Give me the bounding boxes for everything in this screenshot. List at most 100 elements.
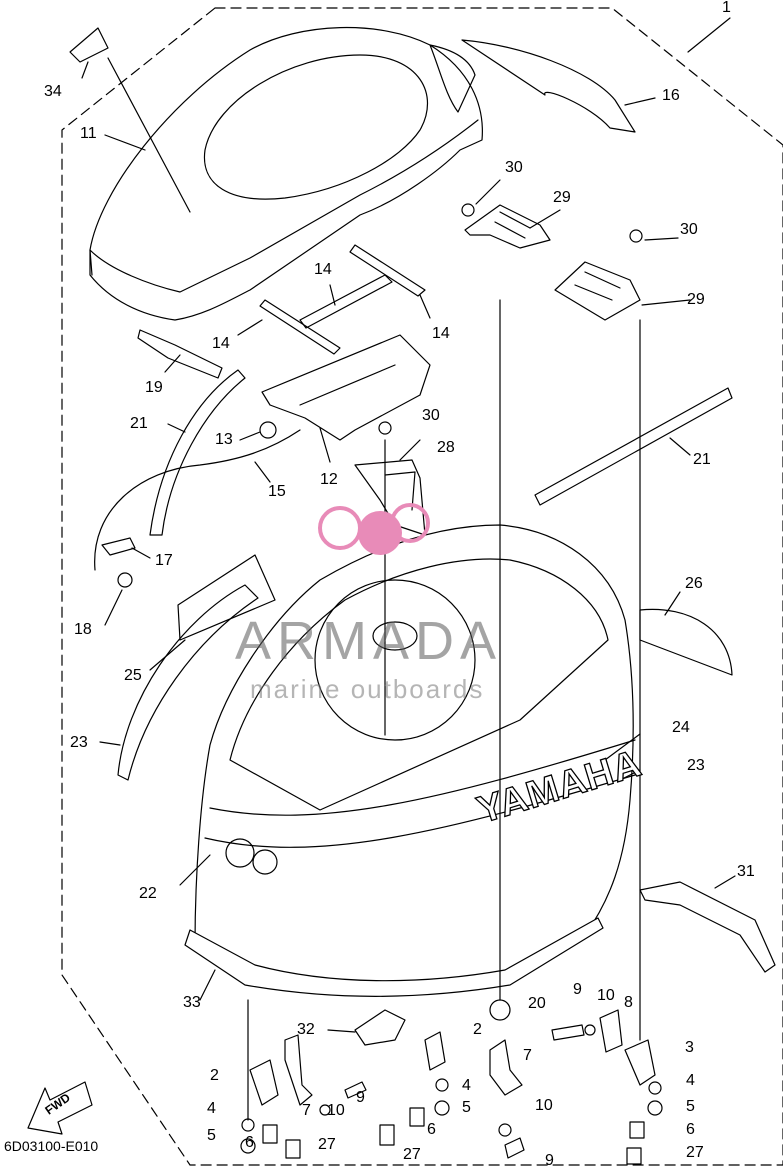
screw-30-a [461, 203, 475, 217]
leader-line [164, 354, 181, 373]
nut-5-c [647, 1100, 663, 1116]
bracket-7-left [284, 1034, 313, 1106]
part-32-block [354, 1009, 406, 1046]
grommet-13 [259, 421, 277, 439]
leader-line [604, 733, 641, 761]
callout-7: 7 [302, 1102, 311, 1119]
bolt-9-c [504, 1137, 525, 1159]
callout-10: 10 [327, 1102, 345, 1119]
callout-10: 10 [597, 987, 615, 1004]
callout-27: 27 [686, 1144, 704, 1161]
flywheel-cover [314, 579, 476, 741]
top-cover-rear [429, 44, 476, 113]
strip-21-right [534, 387, 733, 506]
callout-34: 34 [44, 83, 62, 100]
leader-line [529, 209, 561, 229]
callout-12: 12 [320, 471, 338, 488]
leader-line [104, 134, 146, 151]
callout-3: 3 [685, 1039, 694, 1056]
nut-20 [489, 999, 511, 1021]
seal-14-a [299, 274, 393, 329]
leader-line [714, 875, 736, 889]
callout-10: 10 [535, 1097, 553, 1114]
leader-line [199, 969, 216, 1001]
callout-19: 19 [145, 379, 163, 396]
bracket-29-lower [554, 261, 641, 321]
part-16-strip [461, 39, 636, 133]
callout-15: 15 [268, 483, 286, 500]
clip-17 [101, 537, 136, 556]
callout-33: 33 [183, 994, 201, 1011]
badge-dial-a [225, 838, 255, 868]
fwd-arrow [27, 1081, 93, 1135]
collar-6-c [629, 1121, 645, 1139]
callout-17: 17 [155, 552, 173, 569]
washer-4-c [648, 1081, 662, 1095]
hose-15 [94, 429, 301, 571]
leader-line [399, 439, 421, 461]
washer-10-b [584, 1024, 596, 1036]
screw-30-b [629, 229, 643, 243]
callout-26: 26 [685, 575, 703, 592]
hinge-2-left [249, 1059, 279, 1106]
callout-6: 6 [245, 1134, 254, 1151]
collar-27-b [379, 1124, 395, 1146]
callout-22: 22 [139, 885, 157, 902]
watermark-text: ARMADA [235, 611, 503, 671]
leader-line [641, 299, 691, 306]
part-34-clip [69, 27, 109, 63]
callout-5: 5 [462, 1099, 471, 1116]
callout-4: 4 [462, 1077, 471, 1094]
leader-line [167, 423, 186, 433]
leader-line [687, 17, 731, 53]
callout-27: 27 [403, 1146, 421, 1163]
callout-5: 5 [207, 1127, 216, 1144]
nut-5-a [240, 1138, 256, 1154]
bracket-29-upper [464, 204, 551, 249]
washer-10-a [319, 1104, 331, 1116]
decal-26 [639, 608, 733, 676]
callout-13: 13 [215, 431, 233, 448]
cowling-opening [229, 558, 609, 811]
callout-31: 31 [737, 863, 755, 880]
callout-29: 29 [553, 189, 571, 206]
part-19-strip [137, 329, 223, 379]
top-cover-lip [89, 119, 479, 293]
callout-30: 30 [505, 159, 523, 176]
callout-32: 32 [297, 1021, 315, 1038]
top-cover [89, 27, 483, 321]
badge-dial-b [252, 849, 278, 875]
callout-24: 24 [672, 719, 690, 736]
collar-27-a [285, 1139, 301, 1159]
nut-5-b [434, 1100, 450, 1116]
leader-line [319, 427, 331, 463]
callout-9: 9 [356, 1089, 365, 1106]
callout-23: 23 [70, 734, 88, 751]
leader-line [99, 741, 121, 746]
leader-line [179, 854, 211, 886]
leader-line [419, 294, 431, 319]
callout-30: 30 [422, 407, 440, 424]
callout-25: 25 [124, 667, 142, 684]
handle-31 [639, 881, 776, 973]
hinge-8 [599, 1009, 623, 1053]
leader-line [131, 547, 151, 559]
washer-10-c [498, 1123, 512, 1137]
callout-16: 16 [662, 87, 680, 104]
cowling-bottom-plate [184, 917, 604, 997]
callout-21: 21 [693, 451, 711, 468]
flywheel-cap [372, 621, 418, 651]
hinge-2-mid [424, 1031, 446, 1071]
leader-line [239, 431, 261, 441]
watermark-subtitle: marine outboards [250, 674, 485, 704]
leader-line [619, 769, 641, 781]
callout-11: 11 [80, 125, 97, 142]
washer-4-a [241, 1118, 255, 1132]
callout-21: 21 [130, 415, 148, 432]
callout-2: 2 [473, 1021, 482, 1038]
diagram-code: 6D03100-E010 [4, 1138, 99, 1154]
leader-line [237, 319, 263, 336]
callout-9: 9 [545, 1152, 554, 1169]
